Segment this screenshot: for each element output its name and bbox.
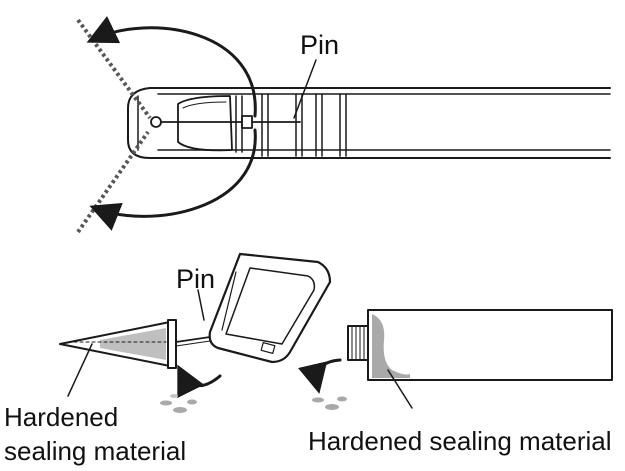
sealant-gun-top-view xyxy=(127,59,611,159)
hardened-material-cartridge xyxy=(372,314,410,378)
tilted-cap xyxy=(208,252,332,364)
leader-hardened-right xyxy=(387,369,413,409)
falling-debris-left xyxy=(160,364,222,413)
hardened-material-nozzle xyxy=(100,328,166,360)
pin-label-top: Pin xyxy=(300,30,340,60)
rotate-down-arrow xyxy=(89,128,257,231)
cartridge xyxy=(347,309,613,381)
leader-hardened-left xyxy=(67,343,93,397)
hardened-label-left-line1: Hardened xyxy=(4,402,119,432)
pin-leader-line xyxy=(293,59,317,119)
pin-label-bottom: Pin xyxy=(176,264,216,294)
hinge-swing-lines xyxy=(76,18,152,234)
hardened-label-right: Hardened sealing material xyxy=(308,426,612,456)
rotate-up-arrow xyxy=(86,16,257,118)
hardened-label-left-line2: sealing material xyxy=(4,436,187,466)
pin-leader-line-2 xyxy=(197,289,205,321)
falling-debris-right xyxy=(297,358,347,410)
rotation-arrows xyxy=(86,16,257,231)
